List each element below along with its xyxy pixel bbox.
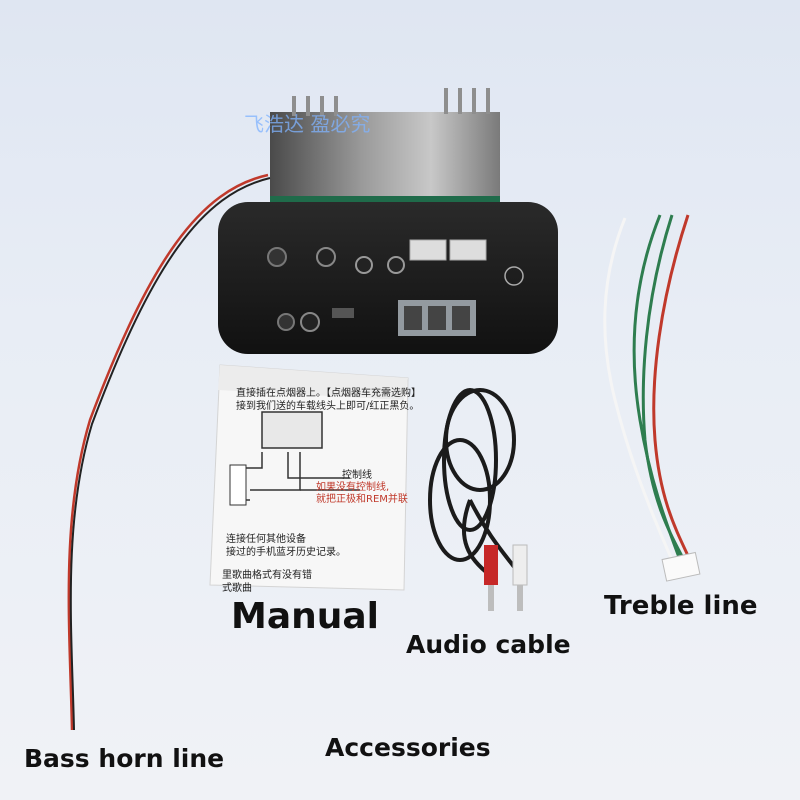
- manual-line-7: 接过的手机蓝牙历史记录。: [226, 547, 346, 558]
- bass-horn-wire-red: [67, 173, 269, 731]
- caption-accessories: Accessories: [325, 733, 491, 762]
- volume-knob: [267, 247, 287, 267]
- manual-line-6: 连接任何其他设备: [226, 534, 306, 545]
- caption-bass-horn-line: Bass horn line: [24, 744, 225, 773]
- manual-line-1: 直接插在点烟器上。【点烟器车充需选购】: [236, 388, 421, 399]
- caption-audio-cable: Audio cable: [406, 630, 571, 659]
- rca-plug-white: [512, 544, 528, 611]
- treble-wires: [603, 214, 692, 561]
- manual-line-9: 式歌曲: [222, 583, 252, 594]
- line-in-left: [355, 256, 373, 274]
- lpf-knob: [277, 313, 295, 331]
- hi-input-connector: [409, 239, 447, 261]
- manual-line-3: 控制线: [342, 470, 372, 481]
- watermark: 飞浩达 盈必究: [244, 112, 371, 136]
- line-in-right: [387, 256, 405, 274]
- treble-connector: [661, 551, 701, 582]
- hi-output-connector: [449, 239, 487, 261]
- manual-sheet: [209, 364, 409, 591]
- manual-line-8: 里歌曲格式有没有错: [222, 570, 312, 581]
- manual-line-5: 就把正极和REM并联: [316, 494, 408, 505]
- heatsink: [270, 88, 500, 212]
- manual-line-2: 接到我们送的车载线头上即可/红正黑负。: [236, 401, 420, 412]
- audio-cable: [428, 388, 522, 577]
- caption-manual: Manual: [231, 596, 380, 637]
- lpf-knob-2: [300, 312, 320, 332]
- rca-plug-red: [484, 545, 498, 611]
- mp3-jack: [316, 247, 336, 267]
- manual-line-4: 如果没有控制线,: [316, 482, 390, 493]
- bass-full-switch: [332, 308, 354, 318]
- caption-treble-line: Treble line: [604, 591, 758, 621]
- bass-horn-wire-black: [69, 177, 271, 731]
- amplifier-faceplate: [218, 202, 558, 354]
- power-terminals: [398, 300, 476, 336]
